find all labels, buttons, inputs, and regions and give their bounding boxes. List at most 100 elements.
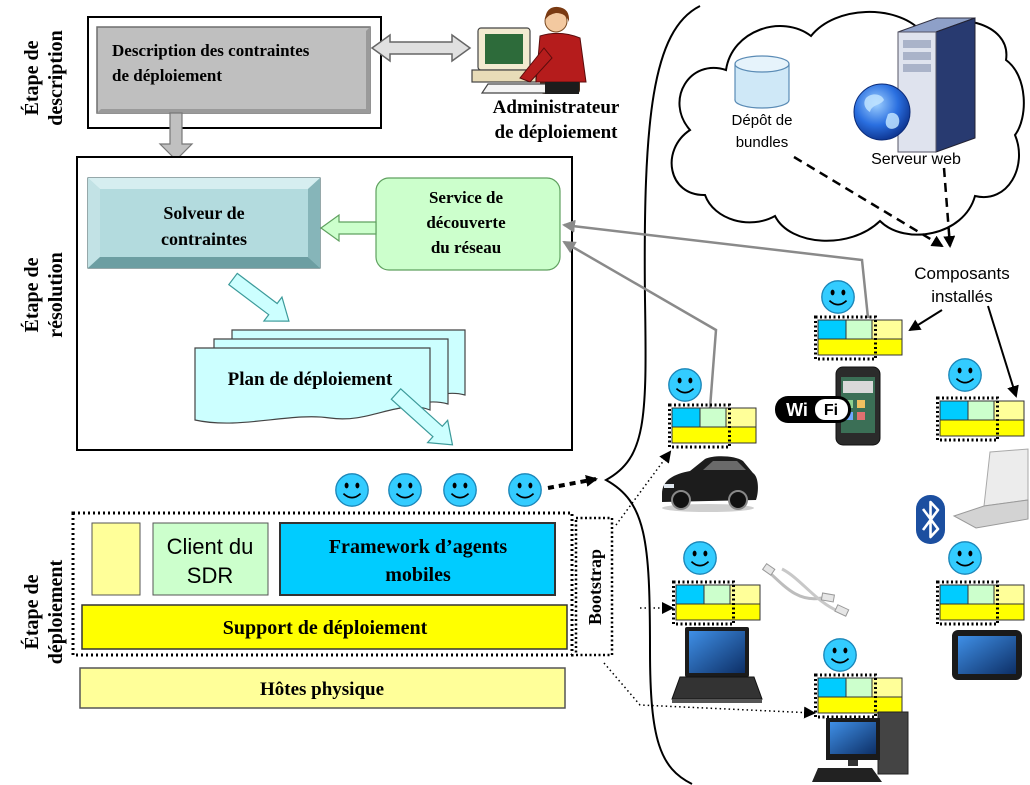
bootstrap-link-car: [615, 450, 672, 526]
sdr-client-label-line: Client du: [167, 534, 254, 559]
agent-smiley-icon: [947, 540, 983, 576]
laptop-front-edge: [672, 699, 762, 703]
car-window: [703, 461, 746, 470]
laptop-silver-base: [952, 499, 1029, 529]
cable-wire: [781, 567, 839, 613]
bluetooth-icon: [916, 495, 945, 544]
cable-connector: [761, 562, 776, 576]
double-arrow-description-admin: [370, 33, 472, 63]
agent-smiley-icon: [507, 472, 543, 508]
tablet-icon: [952, 630, 1022, 680]
mobile-agent-framework-box: Framework d’agents mobiles: [279, 522, 556, 596]
discovery-label-line: découverte: [426, 213, 506, 232]
arrow-description-to-resolution: [158, 112, 194, 161]
arrow-components-to-phone-module: [908, 309, 943, 332]
framework-body: [279, 522, 556, 596]
dashed-arrow-agents-to-devices: [547, 474, 598, 490]
car-wheel: [671, 490, 691, 510]
server-drive-slot: [903, 52, 931, 60]
server-front: [897, 31, 937, 153]
stage-label-deployment: Étape de déploiement: [20, 559, 67, 664]
server-drive-slot: [903, 40, 931, 48]
deployment-plan-documents: Plan de déploiement: [194, 329, 466, 424]
laptop-icon: [671, 627, 763, 703]
installed-components-label-line: Composants: [914, 264, 1009, 283]
server-side: [935, 17, 976, 153]
person-hair: [545, 6, 570, 22]
solver-box-face: [100, 189, 308, 257]
stage-label-line: résolution: [45, 252, 67, 338]
agent-smiley-icon: [387, 472, 423, 508]
administrator-label-line: de déploiement: [495, 122, 619, 143]
installed-components-module: [936, 580, 1026, 626]
physical-hosts-bar: Hôtes physique: [79, 667, 566, 709]
agent-smiley-icon: [822, 637, 858, 673]
sdr-client-body: [152, 522, 269, 596]
solver-label-line: contraintes: [161, 229, 247, 249]
network-cable-icon: [761, 562, 850, 617]
sdr-client-label-line: SDR: [187, 563, 233, 588]
administrator-label-line: Administrateur: [493, 97, 620, 118]
person-arm: [519, 47, 553, 83]
monitor-screen: [485, 34, 523, 64]
laptop-screen: [689, 631, 745, 673]
installed-components-module: [668, 403, 758, 449]
arrow-shape: [227, 272, 290, 322]
desktop-screen: [830, 722, 876, 754]
repository-label-line: Dépôt de: [732, 112, 793, 129]
person-jacket: [535, 32, 587, 83]
phone-app-icon: [857, 412, 865, 420]
arrow-components-to-laptop-module: [987, 305, 1019, 398]
server-drive-slot: [903, 64, 931, 72]
agent-smiley-icon: [442, 472, 478, 508]
description-constraints-box: Description des contraintes de déploieme…: [96, 26, 371, 114]
solver-bevel-bottom: [88, 257, 320, 268]
stage-label-resolution: Étape de résolution: [20, 252, 67, 338]
car-headlight: [664, 484, 674, 488]
server-label: Serveur web: [871, 151, 961, 168]
framework-label-line: Framework d’agents: [329, 536, 508, 558]
web-server-globe-icon: [853, 17, 976, 153]
installed-components-module: [672, 580, 762, 626]
arrow-shape: [390, 387, 454, 446]
bootstrap-link-desktop: [603, 662, 816, 719]
laptop-silver-icon: [952, 448, 1029, 529]
person-legs: [545, 82, 579, 94]
stage-label-line: déploiement: [45, 559, 67, 664]
hosts-label: Hôtes physique: [260, 679, 384, 700]
car-icon: [662, 456, 758, 512]
description-box-line: de déploiement: [112, 66, 222, 85]
solver-bevel-right: [308, 178, 320, 268]
agent-smiley-icon: [820, 279, 856, 315]
cylinder-top: [734, 55, 790, 73]
phone-clock-widget: [843, 381, 873, 393]
desktop-computer-icon: [812, 711, 909, 782]
cable-connector: [834, 604, 850, 617]
solver-label-line: Solveur de: [163, 203, 244, 223]
framework-label-line: mobiles: [385, 564, 451, 586]
installed-components-module: [814, 673, 904, 719]
agent-smiley-icon: [667, 367, 703, 403]
solver-bevel-top: [88, 178, 320, 189]
deployment-stage-dotted-frame: [71, 511, 574, 657]
tablet-screen: [958, 636, 1016, 674]
wifi-logo-icon: Wi Fi: [775, 396, 851, 423]
car-wheel: [728, 490, 748, 510]
installed-components-module: [936, 396, 1026, 442]
empty-yellow-slot: [91, 522, 141, 596]
plan-label: Plan de déploiement: [228, 369, 393, 390]
support-label: Support de déploiement: [223, 617, 428, 639]
network-discovery-service-box: Service de découverte du réseau: [375, 177, 561, 271]
discovery-label-line: du réseau: [431, 238, 501, 257]
wifi-logo-pill: [815, 399, 848, 420]
bluetooth-rune: [921, 500, 940, 539]
stage-label-line: Étape de: [20, 40, 43, 115]
description-box-line: Description des contraintes: [112, 41, 310, 60]
stage-label-line: Étape de: [20, 574, 43, 649]
description-box-body: [96, 26, 371, 114]
bootstrap-label: Bootstrap: [585, 549, 605, 625]
database-cylinder-icon: [734, 55, 790, 109]
laptop-base: [671, 676, 763, 700]
agent-smiley-icon: [334, 472, 370, 508]
curly-brace-divider: [603, 5, 701, 785]
